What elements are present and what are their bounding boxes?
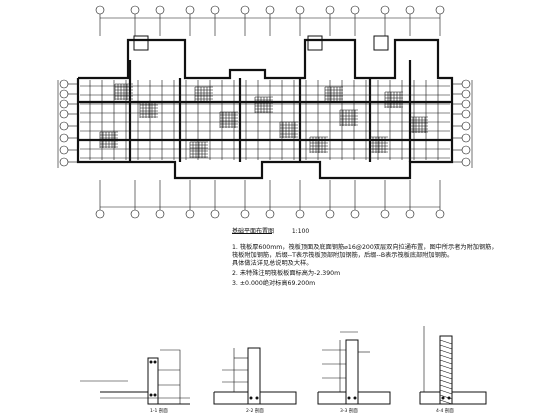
axis-bubble [59,109,69,119]
axis-bubble [155,5,165,15]
note-1-cont: 筏板附加钢筋，后缀--T表示筏板顶部附加钢筋，后缀--B表示筏板底部附加钢筋。 [232,252,454,259]
axis-bubble [130,5,140,15]
axis-bubble [240,5,250,15]
raft-outline [76,38,454,180]
axis-bubble [461,99,471,109]
axis-bubble [295,209,305,219]
axis-bubble [130,209,140,219]
detail-1-caption: 1-1 剖面 [150,409,168,414]
plan-title-underline [232,233,272,234]
axis-bubble [265,209,275,219]
axis-bubble [185,5,195,15]
side-axis-markers [57,79,473,168]
axis-bubble [59,121,69,131]
axis-bubble [210,5,220,15]
detail-4 [419,326,487,405]
axis-bubble [185,209,195,219]
note-2: 2. 未特殊注明筏板板面标高为-2.390m [232,270,341,277]
axis-bubble [295,5,305,15]
axis-bubble [435,209,445,219]
detail-3-caption: 3-3 剖面 [340,409,358,414]
axis-bubble [405,5,415,15]
axis-bubble [59,89,69,99]
axis-bubble [95,5,105,15]
axis-bubble [59,99,69,109]
axis-bubble [461,109,471,119]
axis-bubble [350,209,360,219]
detail-1 [80,349,190,405]
axis-bubble [210,209,220,219]
axis-bubble [265,5,275,15]
axis-bubble [461,157,471,167]
axis-bubble [325,5,335,15]
axis-bubble [461,145,471,155]
detail-2-caption: 2-2 剖面 [246,409,264,414]
axis-bubble [350,5,360,15]
plan-title: 基础平面布置图 1:100 [232,226,309,235]
axis-bubble [435,5,445,15]
axis-bubble [405,209,415,219]
foundation-plan [76,35,454,180]
axis-bubble [325,209,335,219]
axis-bubble [59,157,69,167]
note-1-cont2: 具体做法详见总说明及大样。 [232,260,313,267]
axis-bubble [59,133,69,143]
axis-bubble [155,209,165,219]
axis-bubble [59,145,69,155]
axis-bubble [380,209,390,219]
detail-2 [213,347,297,405]
plan-title-text: 基础平面布置图 [232,228,275,235]
note-3: 3. ±0.000绝对标高69.200m [232,280,316,287]
axis-bubble [95,209,105,219]
detail-4-caption: 4-4 剖面 [436,409,454,414]
axis-bubble [461,121,471,131]
axis-bubble [461,89,471,99]
note-1: 1. 筏板厚600mm，筏板顶面及底面钢筋⌀16@200双层双向拉通布置，图中所… [232,244,498,251]
detail-3 [317,331,391,405]
axis-bubble [461,79,471,89]
axis-bubble [461,133,471,143]
axis-bubble [380,5,390,15]
plan-scale: 1:100 [291,228,310,235]
axis-bubble [240,209,250,219]
top-axis-markers [95,5,445,219]
axis-bubble [59,79,69,89]
